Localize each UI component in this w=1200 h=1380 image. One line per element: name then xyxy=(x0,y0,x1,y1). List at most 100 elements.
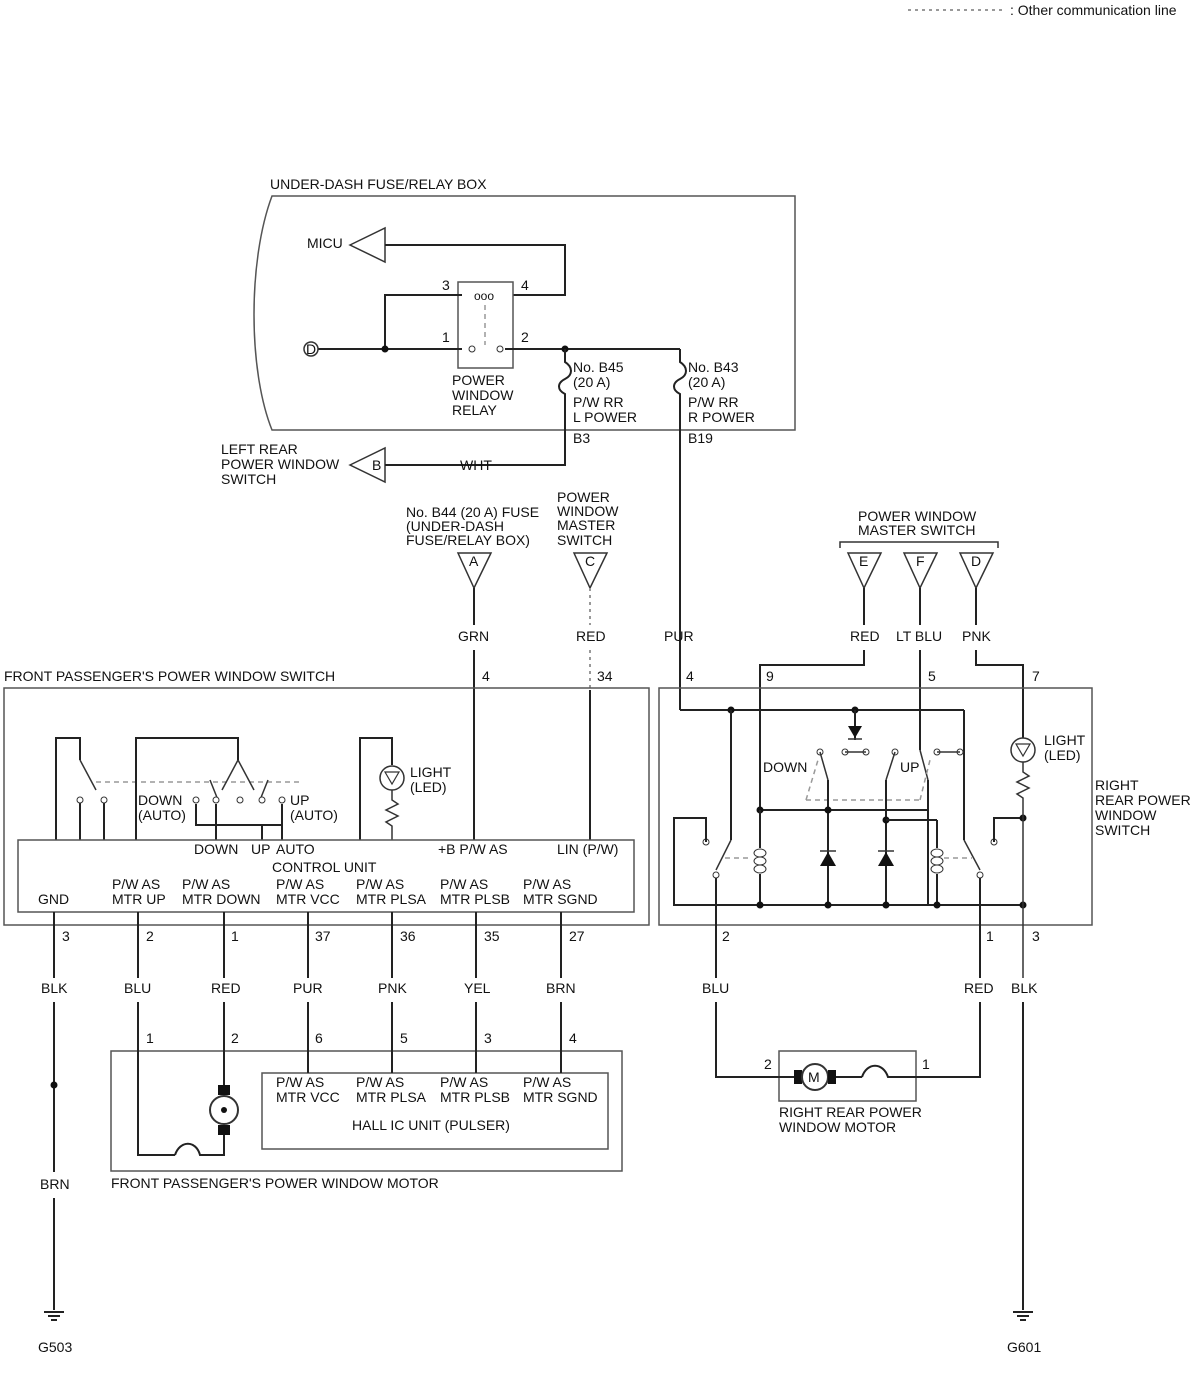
rr-diode-top-icon xyxy=(848,726,862,738)
fp-motor-pin-6: 6 xyxy=(315,1030,323,1046)
fp-motor-pin-3: 3 xyxy=(484,1030,492,1046)
rr-relay-coil-left-icon xyxy=(753,810,767,905)
fp-motor-plsa-2: MTR PLSA xyxy=(356,1089,427,1105)
fp-wire-blk: BLK xyxy=(41,980,68,996)
fuse-b43-label-4: R POWER xyxy=(688,409,755,425)
ground-g601: G601 xyxy=(1007,1339,1041,1355)
connector-c-triangle-icon xyxy=(572,552,609,590)
relay-label-2: WINDOW xyxy=(452,387,514,403)
rr-up: UP xyxy=(900,759,919,775)
rr-switch-label-1: RIGHT xyxy=(1095,777,1139,793)
fp-auto: AUTO xyxy=(276,841,315,857)
fuse-b45-label-1: No. B45 xyxy=(573,359,624,375)
left-rear-label-1: LEFT REAR xyxy=(221,441,298,457)
rr-wire-red: RED xyxy=(964,980,994,996)
fp-motor-vcc-1: P/W AS xyxy=(276,1074,324,1090)
fp-mtr-plsb-1: P/W AS xyxy=(440,876,488,892)
rr-pin-top-9: 9 xyxy=(766,668,774,684)
wire-red-e: RED xyxy=(850,628,880,644)
rr-diode-right-icon xyxy=(878,852,894,866)
rr-relay-coil-right-icon xyxy=(930,820,944,905)
rr-motor-pin-1: 1 xyxy=(922,1056,930,1072)
connector-f-letter: F xyxy=(916,553,925,569)
fp-mtr-up-1: P/W AS xyxy=(112,876,160,892)
fp-mtr-plsa-1: P/W AS xyxy=(356,876,404,892)
rr-down: DOWN xyxy=(763,759,807,775)
fp-motor-pin-1: 1 xyxy=(146,1030,154,1046)
fp-mtr-plsb-2: MTR PLSB xyxy=(440,891,510,907)
fp-motor-breaker-icon xyxy=(174,1135,225,1156)
connector-c-label-1: POWER xyxy=(557,489,610,505)
wire-lt-blu: LT BLU xyxy=(896,628,942,644)
fp-pin-37: 37 xyxy=(315,928,331,944)
hall-ic-label: HALL IC UNIT (PULSER) xyxy=(352,1117,510,1133)
rr-motor-pin-2: 2 xyxy=(764,1056,772,1072)
master-switch-label-2: MASTER SWITCH xyxy=(858,522,975,538)
fp-pin-35: 35 xyxy=(484,928,500,944)
rr-motor-m: M xyxy=(808,1069,820,1085)
fp-wire-blu: BLU xyxy=(124,980,151,996)
connector-a-label-3: FUSE/RELAY BOX) xyxy=(406,532,530,548)
fp-motor-pin-5: 5 xyxy=(400,1030,408,1046)
connector-d2-triangle-icon xyxy=(958,552,995,590)
fp-light-label-1: LIGHT xyxy=(410,764,452,780)
fp-mtr-vcc-1: P/W AS xyxy=(276,876,324,892)
fp-wire-red: RED xyxy=(211,980,241,996)
connector-a-label-2: (UNDER-DASH xyxy=(406,518,504,534)
legend-text: : Other communication line xyxy=(1010,2,1177,18)
ground-g503-icon xyxy=(44,1311,64,1321)
fp-wire-pnk: PNK xyxy=(378,980,407,996)
fuse-b45-label-4: L POWER xyxy=(573,409,637,425)
rr-switch-label-2: REAR POWER xyxy=(1095,792,1191,808)
rr-wire-blk: BLK xyxy=(1011,980,1038,996)
relay-pin-2: 2 xyxy=(521,329,529,345)
fp-motor-pin-4: 4 xyxy=(569,1030,577,1046)
fp-lin: LIN (P/W) xyxy=(557,841,618,857)
fp-bpwas: +B P/W AS xyxy=(438,841,508,857)
fp-motor-title: FRONT PASSENGER'S POWER WINDOW MOTOR xyxy=(111,1175,439,1191)
rr-switch-label-4: SWITCH xyxy=(1095,822,1150,838)
fp-down-auto-1: DOWN xyxy=(138,792,182,808)
hall-ic-unit xyxy=(261,1072,609,1150)
fuse-b45-label-2: (20 A) xyxy=(573,374,610,390)
rr-light-label-2: (LED) xyxy=(1044,747,1081,763)
fp-down-auto-2: (AUTO) xyxy=(138,807,186,823)
fp-pin-3: 3 xyxy=(62,928,70,944)
rr-motor-label-2: WINDOW MOTOR xyxy=(779,1119,896,1135)
relay-label-1: POWER xyxy=(452,372,505,388)
connector-e-triangle-icon xyxy=(846,552,883,590)
wire-wht: WHT xyxy=(460,457,492,473)
fuse-b43-label-2: (20 A) xyxy=(688,374,725,390)
relay-pin-4: 4 xyxy=(521,277,529,293)
fp-control-unit xyxy=(17,839,635,913)
fp-up-auto-2: (AUTO) xyxy=(290,807,338,823)
fp-up-auto-1: UP xyxy=(290,792,309,808)
relay-coil-icon: ooo xyxy=(474,289,494,303)
connector-d-label: D xyxy=(306,341,316,357)
fp-light-label-2: (LED) xyxy=(410,779,447,795)
fp-motor-sgnd-1: P/W AS xyxy=(523,1074,571,1090)
fuse-b45-label-3: P/W RR xyxy=(573,394,624,410)
connector-c-label-3: MASTER xyxy=(557,517,615,533)
right-rear-motor: 2 1 M RIGHT REAR POWER WINDOW MOTOR G601 xyxy=(715,1002,1041,1355)
rr-diode-left-icon xyxy=(820,852,836,866)
master-switch-label-1: POWER WINDOW xyxy=(858,508,977,524)
connector-a-letter: A xyxy=(469,553,479,569)
left-rear-label-2: POWER WINDOW xyxy=(221,456,340,472)
fp-pin-top-34: 34 xyxy=(597,668,613,684)
rr-pin-bot-2: 2 xyxy=(722,928,730,944)
fp-mtr-sgnd-2: MTR SGND xyxy=(523,891,598,907)
under-dash-fuse-relay-box: UNDER-DASH FUSE/RELAY BOX MICU ooo 3 4 1… xyxy=(253,176,796,710)
fp-mtr-sgnd-1: P/W AS xyxy=(523,876,571,892)
fp-gnd-wire-brn: BRN xyxy=(40,1176,70,1192)
terminal-b3: B3 xyxy=(573,430,590,446)
fp-switch-title: FRONT PASSENGER'S POWER WINDOW SWITCH xyxy=(4,668,335,684)
rr-motor-breaker-icon xyxy=(861,1064,900,1078)
connector-d2-letter: D xyxy=(971,553,981,569)
fp-pin-2: 2 xyxy=(146,928,154,944)
rr-pin-top-7: 7 xyxy=(1032,668,1040,684)
connector-c-letter: C xyxy=(585,553,595,569)
front-passenger-switch: FRONT PASSENGER'S POWER WINDOW SWITCH 4 … xyxy=(3,668,650,996)
left-rear-label-3: SWITCH xyxy=(221,471,276,487)
